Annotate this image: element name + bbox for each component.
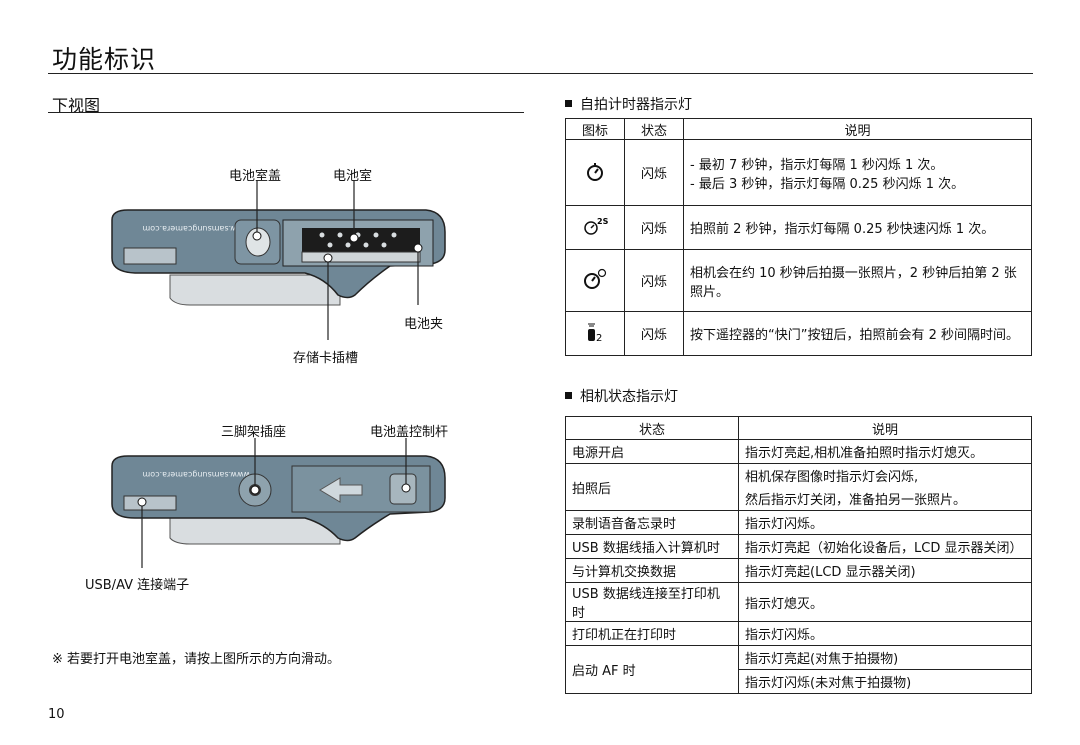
description-cell: 指示灯亮起(LCD 显示器关闭) xyxy=(738,558,1032,583)
page-title: 功能标识 xyxy=(52,45,157,74)
section-title-bottom-view: 下视图 xyxy=(52,96,101,115)
status-cell: 录制语音备忘录时 xyxy=(565,510,739,535)
svg-text:2S: 2S xyxy=(597,217,608,226)
bullet-square-icon xyxy=(565,100,572,107)
table-row: 闪烁 - 最初 7 秒钟，指示灯每隔 1 秒闪烁 1 次。- 最后 3 秒钟，指… xyxy=(565,139,1032,206)
description-cell: 指示灯闪烁。 xyxy=(738,621,1032,646)
description-cell: - 最初 7 秒钟，指示灯每隔 1 秒闪烁 1 次。- 最后 3 秒钟，指示灯每… xyxy=(683,139,1032,206)
status-cell: 闪烁 xyxy=(624,205,684,250)
camera-status-title: 相机状态指示灯 xyxy=(580,389,678,405)
status-cell: 闪烁 xyxy=(624,139,684,206)
table-row: 2S 闪烁 拍照前 2 秒钟，指示灯每隔 0.25 秒快速闪烁 1 次。 xyxy=(565,205,1032,250)
table-row: 然后指示灯关闭，准备拍另一张照片。 xyxy=(566,487,1032,511)
table-row: 录制语音备忘录时指示灯闪烁。 xyxy=(565,510,1032,535)
label-cover-lever: 电池盖控制杆 xyxy=(370,425,449,440)
table-row: 指示灯闪烁(未对焦于拍摄物) xyxy=(566,669,1032,694)
status-cell: 闪烁 xyxy=(624,249,684,312)
table-row: 拍照后相机保存图像时指示灯会闪烁, xyxy=(565,463,1032,511)
status-cell: 拍照后 xyxy=(565,463,739,511)
header-description: 说明 xyxy=(738,416,1032,440)
header-status: 状态 xyxy=(565,416,739,440)
table-row: 启动 AF 时指示灯亮起(对焦于拍摄物) xyxy=(565,645,1032,694)
self-timer-title: 自拍计时器指示灯 xyxy=(580,97,692,113)
table-row: USB 数据线连接至打印机时指示灯熄灭。 xyxy=(565,582,1032,622)
self-timer-2s-icon: 2S xyxy=(565,205,625,250)
description-cell: 相机会在约 10 秒钟后拍摄一张照片，2 秒钟后拍第 2 张照片。 xyxy=(683,249,1032,312)
camera-status-table: 状态 说明 电源开启指示灯亮起,相机准备拍照时指示灯熄灭。 拍照后相机保存图像时… xyxy=(565,416,1032,694)
table-row: 与计算机交换数据指示灯亮起(LCD 显示器关闭) xyxy=(565,558,1032,583)
status-cell: 电源开启 xyxy=(565,439,739,464)
status-cell: USB 数据线连接至打印机时 xyxy=(565,582,739,622)
title-divider xyxy=(48,73,1033,74)
svg-text:2: 2 xyxy=(596,333,602,344)
description-cell: 按下遥控器的“快门”按钮后，拍照前会有 2 秒间隔时间。 xyxy=(683,311,1032,356)
description-cell: 指示灯亮起,相机准备拍照时指示灯熄灭。 xyxy=(738,439,1032,464)
camera-status-section-title: 相机状态指示灯 xyxy=(565,386,678,406)
label-battery-holder: 电池夹 xyxy=(404,317,444,332)
description-cell: 拍照前 2 秒钟，指示灯每隔 0.25 秒快速闪烁 1 次。 xyxy=(683,205,1032,250)
status-cell: 打印机正在打印时 xyxy=(565,621,739,646)
description-cell: 指示灯闪烁(未对焦于拍摄物) xyxy=(738,669,1032,694)
bullet-square-icon xyxy=(565,392,572,399)
label-card-slot: 存储卡插槽 xyxy=(293,351,359,366)
status-cell: USB 数据线插入计算机时 xyxy=(565,534,739,559)
table-row: 打印机正在打印时指示灯闪烁。 xyxy=(565,621,1032,646)
self-timer-10s-icon xyxy=(565,139,625,206)
description-cell: 相机保存图像时指示灯会闪烁, xyxy=(738,463,1032,487)
header-icon: 图标 xyxy=(565,118,625,140)
watermark-top: www.samsungcamera.com xyxy=(142,224,250,233)
status-cell: 与计算机交换数据 xyxy=(565,558,739,583)
description-cell: 指示灯闪烁。 xyxy=(738,510,1032,535)
description-cell: 指示灯亮起(对焦于拍摄物) xyxy=(738,645,1032,670)
double-self-timer-icon xyxy=(565,249,625,312)
self-timer-table: 图标 状态 说明 闪烁 - 最初 7 秒钟，指示灯每隔 1 秒闪烁 1 次。- … xyxy=(565,118,1032,356)
description-cell: 然后指示灯关闭，准备拍另一张照片。 xyxy=(738,487,1032,511)
camera-bottom-diagram-open: www.samsungcamera.com xyxy=(111,180,446,340)
description-cell: 指示灯熄灭。 xyxy=(738,582,1032,622)
table-row: 电源开启指示灯亮起,相机准备拍照时指示灯熄灭。 xyxy=(565,439,1032,464)
remote-control-icon: 2 xyxy=(565,311,625,356)
status-cell: 启动 AF 时 xyxy=(565,645,739,694)
section-divider xyxy=(48,112,524,113)
footnote: ※ 若要打开电池室盖，请按上图所示的方向滑动。 xyxy=(52,652,341,667)
header-description: 说明 xyxy=(683,118,1032,140)
table-row: 闪烁 相机会在约 10 秒钟后拍摄一张照片，2 秒钟后拍第 2 张照片。 xyxy=(565,249,1032,312)
label-battery-chamber: 电池室 xyxy=(333,169,373,184)
table-row: 2 闪烁 按下遥控器的“快门”按钮后，拍照前会有 2 秒间隔时间。 xyxy=(565,311,1032,356)
page-number: 10 xyxy=(48,707,65,722)
table-row: USB 数据线插入计算机时指示灯亮起（初始化设备后，LCD 显示器关闭） xyxy=(565,534,1032,559)
watermark-bottom: www.samsungcamera.com xyxy=(142,470,250,479)
header-status: 状态 xyxy=(624,118,684,140)
camera-bottom-diagram-closed: www.samsungcamera.com xyxy=(111,438,446,568)
description-cell: 指示灯亮起（初始化设备后，LCD 显示器关闭） xyxy=(738,534,1032,559)
self-timer-section-title: 自拍计时器指示灯 xyxy=(565,94,692,114)
label-battery-cover: 电池室盖 xyxy=(229,169,282,184)
status-cell: 闪烁 xyxy=(624,311,684,356)
label-tripod-socket: 三脚架插座 xyxy=(221,425,287,440)
label-usb-av-port: USB/AV 连接端子 xyxy=(85,578,190,593)
